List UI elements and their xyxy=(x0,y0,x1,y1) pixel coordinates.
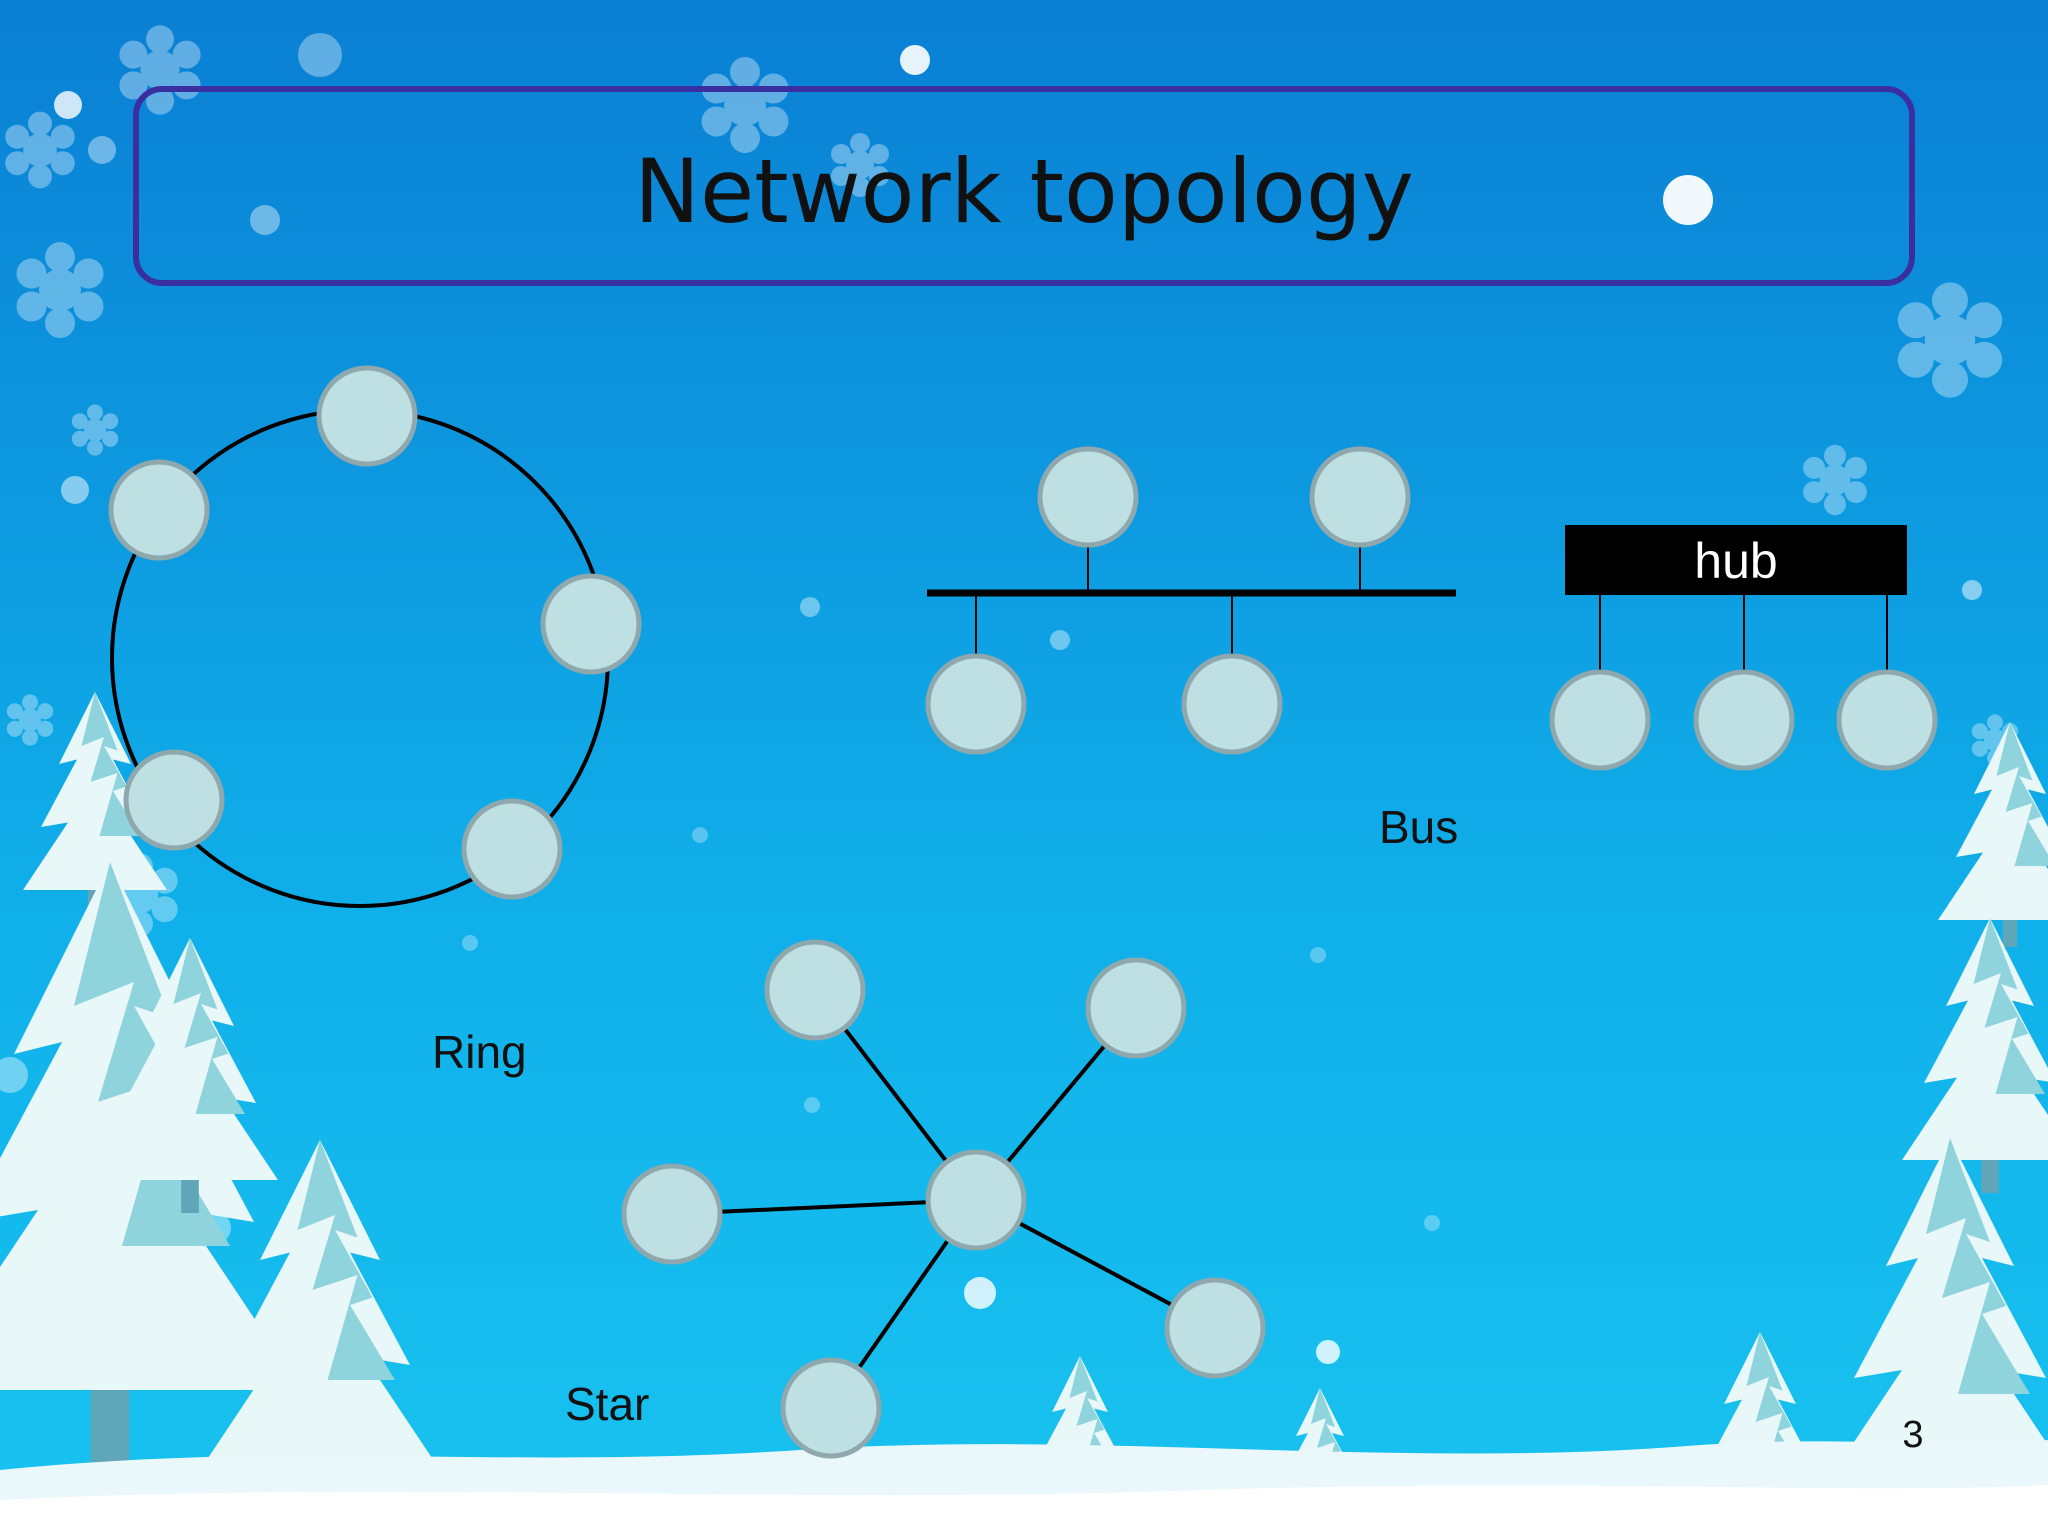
star-node xyxy=(780,1357,882,1459)
bus-node xyxy=(1309,446,1411,548)
hub-node xyxy=(1549,669,1651,771)
bus-label: Bus xyxy=(1379,801,1458,853)
bus-node xyxy=(1037,446,1139,548)
snow-dots xyxy=(0,33,1982,1364)
ring-node xyxy=(123,749,225,851)
hub-box xyxy=(1565,525,1907,595)
ring-node xyxy=(540,573,642,675)
star-label: Star xyxy=(565,1378,649,1430)
ring-label: Ring xyxy=(432,1026,527,1078)
slide-title: Network topology xyxy=(634,140,1414,243)
star-link xyxy=(671,1198,977,1216)
title-frame xyxy=(133,86,1915,286)
ring-node xyxy=(108,459,210,561)
star-topology: Star xyxy=(565,939,1266,1459)
hub-label: hub xyxy=(1694,533,1777,589)
hub-node xyxy=(1693,669,1795,771)
bus-topology: Bus xyxy=(925,446,1458,853)
star-node xyxy=(1164,1277,1266,1379)
ring-topology: Ring xyxy=(108,365,642,1078)
bus-node xyxy=(1181,653,1283,755)
star-center-node xyxy=(925,1149,1027,1251)
ring-node xyxy=(316,365,418,467)
title-box: Network topology xyxy=(133,86,1915,286)
hub-node xyxy=(1836,669,1938,771)
snow-ground-front xyxy=(0,1485,2048,1536)
star-node xyxy=(764,939,866,1041)
star-node xyxy=(621,1163,723,1265)
page-number: 3 xyxy=(1902,1414,1923,1456)
hub-topology: hub xyxy=(1549,525,1938,771)
ring-node xyxy=(461,798,563,900)
star-node xyxy=(1085,957,1187,1059)
bus-node xyxy=(925,653,1027,755)
